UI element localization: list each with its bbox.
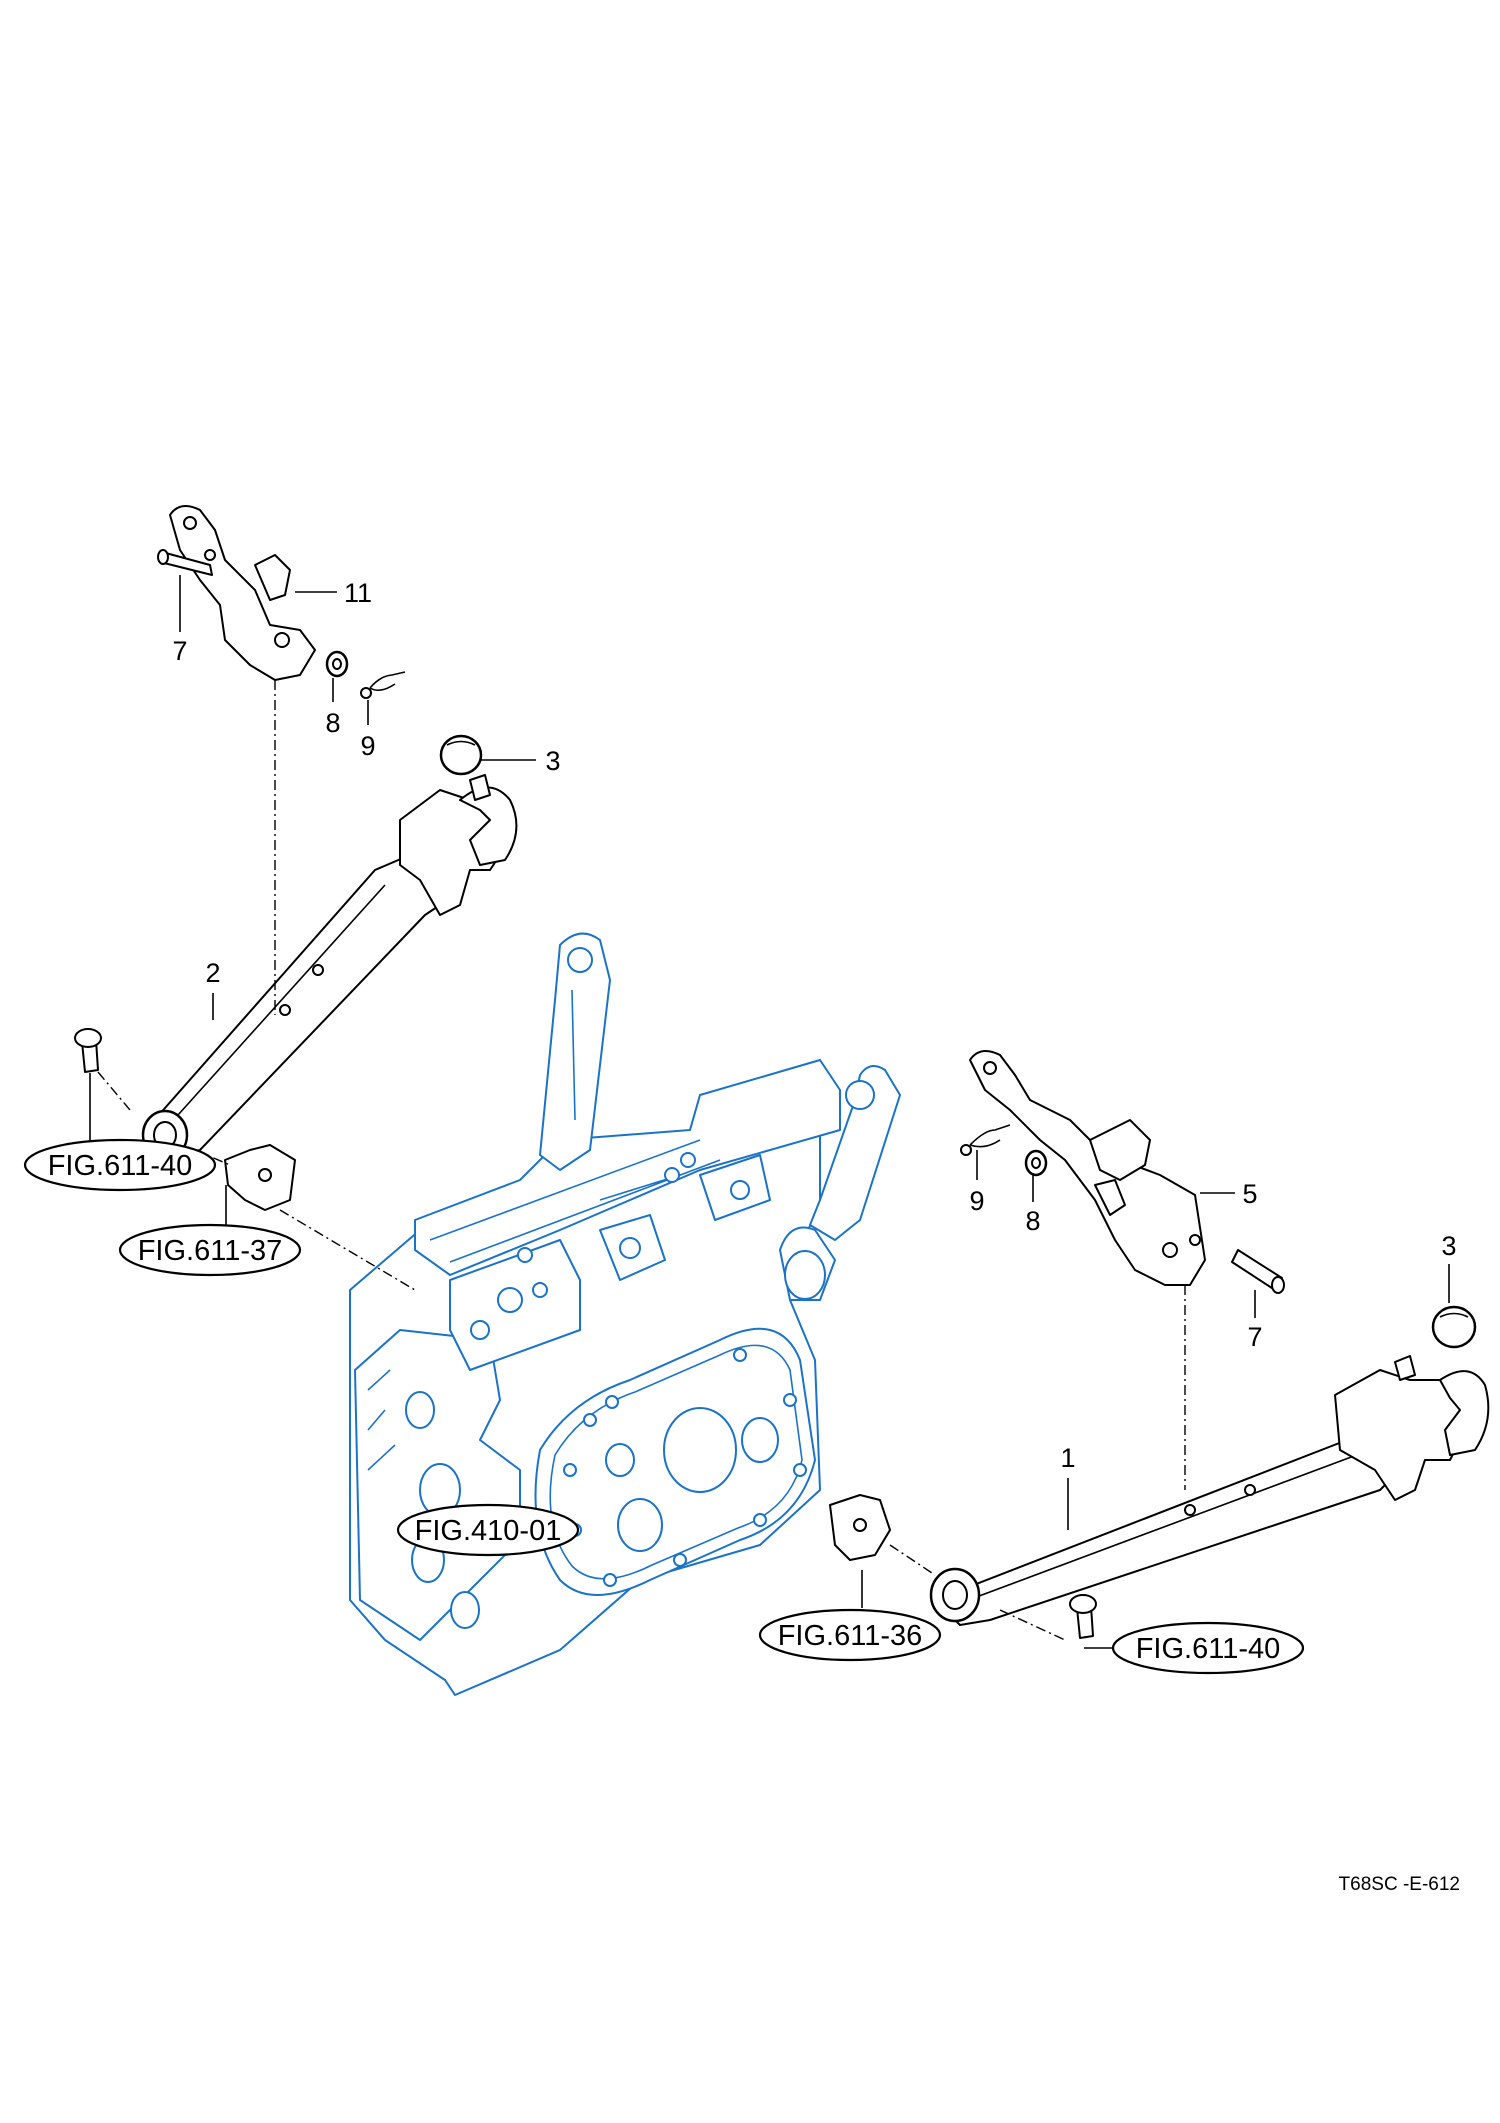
callout-9-left: 9 (360, 731, 375, 761)
ref-fig-611-40-right[interactable]: FIG.611-40 (1111, 1621, 1305, 1675)
bracket-left (194, 1144, 296, 1211)
ref-fig-611-37[interactable]: FIG.611-37 (118, 1223, 302, 1277)
ref-fig-611-40-left[interactable]: FIG.611-40 (23, 1138, 217, 1192)
ball-right (1431, 1305, 1477, 1349)
ref-fig-611-36[interactable]: FIG.611-36 (758, 1608, 942, 1662)
callout-11: 11 (344, 578, 372, 608)
stabilizer-left (157, 505, 406, 699)
bracket-right (829, 1494, 936, 1576)
callout-7-left: 7 (172, 636, 187, 666)
figure-references: FIG.611-40 FIG.611-37 FIG.410-01 FIG.611… (23, 1138, 1305, 1675)
ref-label: FIG.611-37 (138, 1235, 283, 1267)
bolt-left (74, 1028, 102, 1073)
leader-lines (89, 575, 1450, 1649)
ref-fig-410-01[interactable]: FIG.410-01 (396, 1503, 580, 1557)
callout-5: 5 (1242, 1179, 1257, 1209)
bolt-right (1069, 1594, 1097, 1639)
callout-2: 2 (205, 958, 220, 988)
callout-7-right: 7 (1247, 1322, 1262, 1352)
ref-label: FIG.611-36 (778, 1620, 923, 1652)
callout-3-left: 3 (545, 746, 560, 776)
ball-left (439, 734, 483, 776)
assembly-lines (97, 680, 1186, 1641)
sheet-code: T68SC -E-612 (1339, 1874, 1460, 1895)
callout-3-right: 3 (1441, 1231, 1456, 1261)
callout-1: 1 (1060, 1443, 1075, 1473)
part-numbers: 11 7 8 9 3 2 5 9 8 7 3 1 (172, 578, 1456, 1473)
stabilizer-right (960, 1050, 1285, 1294)
ref-label: FIG.611-40 (1136, 1633, 1281, 1665)
lower-link-right (929, 1355, 1490, 1626)
transmission-housing (349, 932, 901, 1696)
callout-8-right: 8 (1025, 1206, 1040, 1236)
lower-link-left (141, 774, 518, 1161)
ref-label: FIG.410-01 (415, 1515, 562, 1547)
ref-label: FIG.611-40 (48, 1150, 193, 1182)
callout-8-left: 8 (325, 708, 340, 738)
callout-9-right: 9 (969, 1186, 984, 1216)
